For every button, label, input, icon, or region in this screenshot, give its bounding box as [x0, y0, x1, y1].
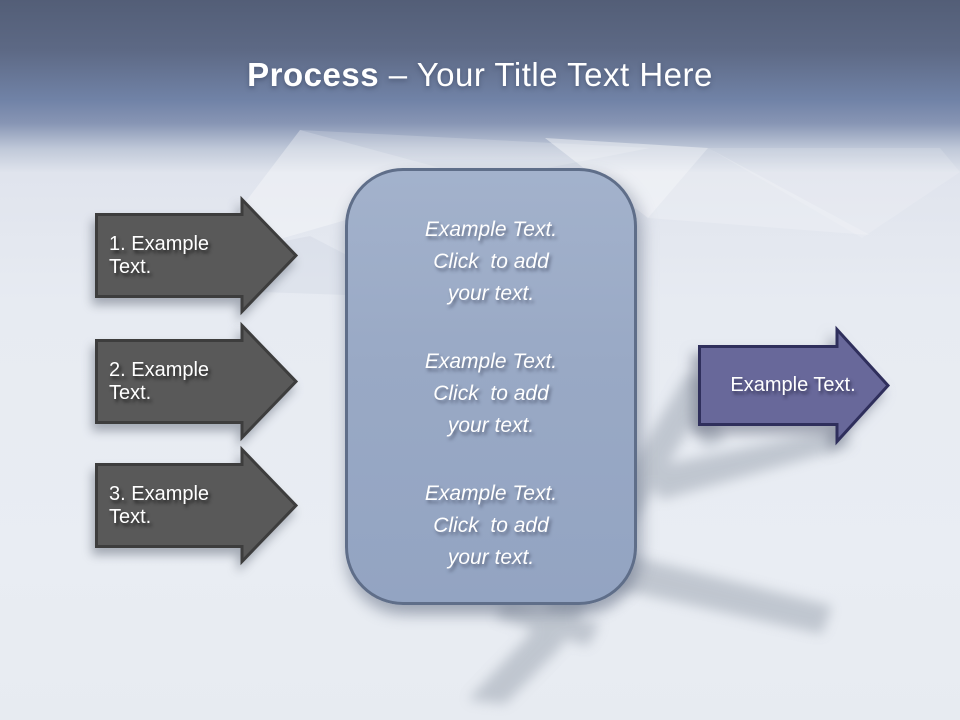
- content-box[interactable]: Example Text. Click to add your text. Ex…: [345, 168, 637, 605]
- result-arrow[interactable]: Example Text.: [698, 325, 891, 446]
- placeholder-line: your text.: [447, 282, 535, 305]
- step-arrow-1-shape: [95, 195, 299, 316]
- result-arrow-label: Example Text.: [730, 374, 856, 396]
- paper-plane-fold-icon: [648, 148, 870, 235]
- placeholder-line: Example Text.: [424, 350, 558, 373]
- step-arrow-3[interactable]: 3. Example Text.: [95, 445, 299, 566]
- airplane-shadow-nose-icon: [495, 600, 600, 646]
- step-arrow-1[interactable]: 1. Example Text.: [95, 195, 299, 316]
- step-arrow-2-shape: [95, 321, 299, 442]
- title-rest: – Your Title Text Here: [379, 56, 713, 93]
- placeholder-text-block-1[interactable]: Example Text. Click to add your text.: [366, 214, 616, 310]
- step-arrow-3-shape: [95, 445, 299, 566]
- paper-plane-fold-icon: [708, 148, 960, 238]
- step-arrow-3-label: 3. Example Text.: [109, 482, 215, 528]
- placeholder-text-block-3[interactable]: Example Text. Click to add your text.: [366, 478, 616, 574]
- placeholder-line: Example Text.: [424, 482, 558, 505]
- placeholder-text-block-2[interactable]: Example Text. Click to add your text.: [366, 346, 616, 442]
- placeholder-line: Click to add: [433, 514, 549, 537]
- step-arrow-2-label: 2. Example Text.: [109, 358, 215, 404]
- placeholder-line: Example Text.: [424, 218, 558, 241]
- step-arrow-2[interactable]: 2. Example Text.: [95, 321, 299, 442]
- slide-title[interactable]: Process – Your Title Text Here: [0, 50, 960, 100]
- placeholder-line: your text.: [447, 546, 535, 569]
- placeholder-line: Click to add: [433, 382, 549, 405]
- step-arrow-1-label: 1. Example Text.: [109, 232, 215, 278]
- placeholder-line: your text.: [447, 414, 535, 437]
- airplane-shadow-wing-icon: [604, 552, 832, 634]
- placeholder-line: Click to add: [433, 250, 549, 273]
- title-emphasis: Process: [247, 56, 380, 93]
